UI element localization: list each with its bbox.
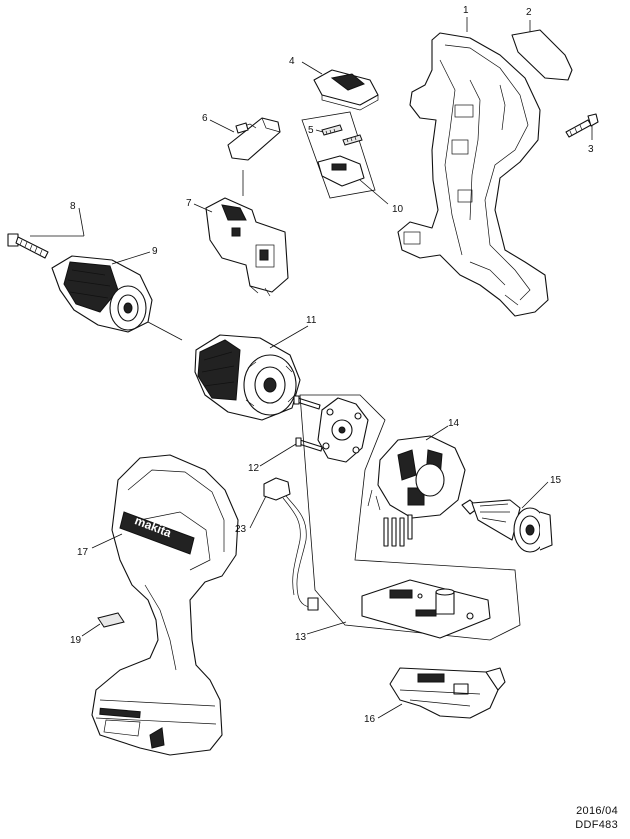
- part-15-rotor: [461, 499, 553, 553]
- callout-1: 1: [463, 5, 469, 16]
- part-7-switch: [205, 197, 289, 297]
- part-13-controller-board: [361, 579, 491, 639]
- callout-16: 16: [364, 714, 376, 725]
- part-12-screws: [293, 395, 323, 452]
- callout-23: 23: [235, 524, 247, 535]
- model-number: DDF483: [575, 819, 618, 831]
- leader-lines: [30, 17, 593, 719]
- part-4-switch-button: [313, 69, 379, 111]
- part-19-label: [97, 612, 125, 628]
- part-11-gear-assembly: [194, 334, 301, 421]
- part-3-screw: [565, 113, 599, 138]
- callout-17: 17: [77, 547, 89, 558]
- callout-11: 11: [306, 315, 317, 326]
- part-9-drill-chuck: [51, 255, 183, 341]
- part-14-stator: [367, 435, 466, 547]
- part-2-label-plate: [511, 29, 573, 81]
- callout-10: 10: [392, 204, 404, 215]
- callout-19: 19: [70, 635, 82, 646]
- callout-8: 8: [70, 201, 76, 212]
- part-16-terminal: [389, 667, 506, 719]
- revision-date: 2016/04: [576, 805, 618, 817]
- callout-15: 15: [550, 475, 562, 486]
- callout-3: 3: [588, 144, 594, 155]
- part-10-lever: [317, 155, 365, 187]
- callout-6: 6: [202, 113, 208, 124]
- callout-13: 13: [295, 632, 307, 643]
- callout-9: 9: [152, 246, 158, 257]
- callout-5: 5: [308, 125, 314, 136]
- part-23-lead-wire: [263, 477, 319, 611]
- part-17-motor-housing: makita: [91, 454, 239, 756]
- part-6-speed-knob: [227, 117, 281, 196]
- part-12-plate: [317, 397, 369, 463]
- callout-7: 7: [186, 198, 192, 209]
- callout-14: 14: [448, 418, 460, 429]
- part-8-screw: [7, 233, 49, 259]
- part-5-springs: [321, 124, 363, 146]
- callout-2: 2: [526, 7, 532, 18]
- part-1-housing-half: [397, 32, 549, 317]
- part-13-group-outline: [299, 394, 521, 641]
- callout-12: 12: [248, 463, 260, 474]
- callout-4: 4: [289, 56, 295, 67]
